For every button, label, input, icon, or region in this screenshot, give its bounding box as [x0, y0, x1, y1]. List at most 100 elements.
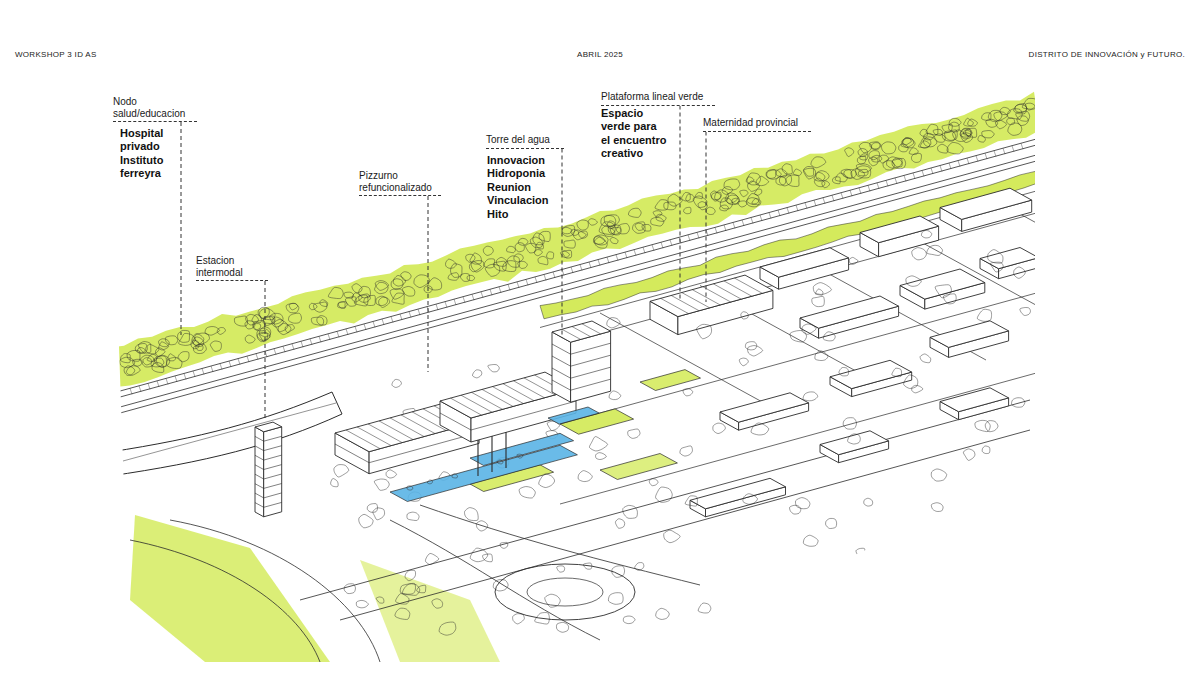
tree-scribble	[556, 622, 568, 632]
tree-scribble	[821, 583, 830, 591]
tree-scribble	[903, 549, 911, 555]
tree-scribble	[942, 124, 952, 132]
tree-scribble	[1000, 554, 1014, 565]
tree-scribble	[1016, 111, 1030, 121]
tree-scribble	[344, 584, 355, 594]
tree-scribble	[853, 607, 865, 618]
tree-scribble	[328, 287, 343, 298]
tree-scribble	[607, 221, 615, 229]
rail-tie	[346, 329, 348, 335]
tree-scribble	[975, 420, 990, 431]
tree-scribble	[879, 155, 889, 163]
station-tower	[255, 484, 264, 489]
tree-scribble	[623, 616, 635, 624]
tree-scribble	[124, 366, 135, 376]
water-tower	[552, 344, 571, 354]
road-line	[300, 400, 1030, 600]
green-platform	[540, 171, 1040, 319]
tree-scribble	[745, 342, 756, 350]
rail-tie	[274, 349, 276, 355]
tree-scribble	[743, 494, 758, 505]
callout-heading: Estacion intermodal	[196, 255, 268, 281]
tree-scribble	[376, 597, 384, 603]
tree-scribble	[484, 259, 495, 268]
rail-tie	[661, 242, 663, 248]
station-tower	[255, 503, 264, 508]
tree-scribble	[1016, 522, 1025, 527]
pizzurno-building	[524, 378, 555, 395]
tree-scribble	[464, 508, 478, 521]
tree-scribble	[217, 328, 225, 335]
tree-scribble	[1014, 267, 1026, 278]
tree-scribble	[407, 512, 419, 520]
tree-scribble	[356, 600, 368, 607]
rail-tie	[715, 227, 717, 233]
tree-scribble	[812, 296, 825, 306]
road-line	[420, 505, 700, 585]
building	[720, 393, 809, 422]
tree-scribble	[577, 220, 588, 230]
tree-scribble	[309, 303, 317, 309]
tree-scribble	[802, 324, 816, 334]
roundabout	[495, 564, 635, 620]
tree-scribble	[686, 194, 695, 202]
building	[940, 388, 1009, 412]
tree-scribble	[683, 389, 693, 396]
tree-scribble	[359, 514, 373, 527]
tree-scribble	[539, 231, 550, 241]
rail-tie	[859, 188, 861, 194]
callout-heading: Torre del agua	[486, 134, 564, 149]
rail-tie	[652, 245, 654, 251]
tree-scribble	[693, 196, 707, 208]
tree-scribble	[748, 346, 763, 356]
tree-scribble	[562, 227, 572, 234]
building	[820, 431, 889, 455]
tree-scribble	[991, 527, 1010, 539]
tree-scribble	[253, 324, 260, 330]
tree-scribble	[379, 297, 390, 307]
station-tower	[255, 493, 264, 498]
pool-plant	[407, 486, 413, 490]
tree-scribble	[1008, 109, 1023, 120]
maternidad-building	[650, 275, 773, 317]
tree-scribble	[952, 587, 964, 600]
rail-line	[110, 154, 1040, 410]
tree-scribble	[245, 335, 255, 343]
tree-scribble	[257, 332, 267, 341]
tree-scribble	[815, 351, 828, 361]
tree-scribble	[934, 134, 945, 142]
tree-scribble	[392, 379, 402, 387]
pool-plant	[497, 460, 503, 464]
tree-scribble	[856, 548, 865, 556]
tree-scribble	[578, 471, 592, 482]
tree-scribble	[535, 613, 550, 625]
water-tower	[571, 367, 611, 378]
rail-tie	[922, 170, 924, 176]
tree-scribble	[178, 352, 189, 362]
tree-scribble	[871, 143, 880, 149]
tree-scribble	[278, 323, 291, 334]
tree-scribble	[518, 238, 528, 245]
station-tower	[264, 474, 282, 479]
tree-scribble	[680, 446, 693, 456]
rail-tie	[949, 163, 951, 169]
tree-scribble	[179, 333, 196, 345]
tree-scribble	[881, 551, 890, 558]
rail-tie	[283, 346, 285, 352]
tree-scribble	[767, 170, 782, 179]
station-tower	[264, 502, 282, 507]
tree-scribble	[311, 317, 323, 325]
rail-tie	[256, 354, 258, 360]
tree-scribble	[289, 303, 297, 310]
tree-scribble	[949, 122, 960, 132]
tree-scribble	[859, 142, 871, 152]
rail-tie	[481, 292, 483, 298]
building	[860, 216, 939, 243]
rail-tie	[499, 287, 501, 293]
tree-scribble	[906, 276, 922, 286]
tree-scribble	[401, 272, 411, 281]
callout-heading: Pizzurno refuncionalizado	[359, 170, 441, 196]
street-line	[560, 372, 1040, 504]
tree-scribble	[507, 246, 516, 252]
tree-scribble	[610, 237, 618, 243]
